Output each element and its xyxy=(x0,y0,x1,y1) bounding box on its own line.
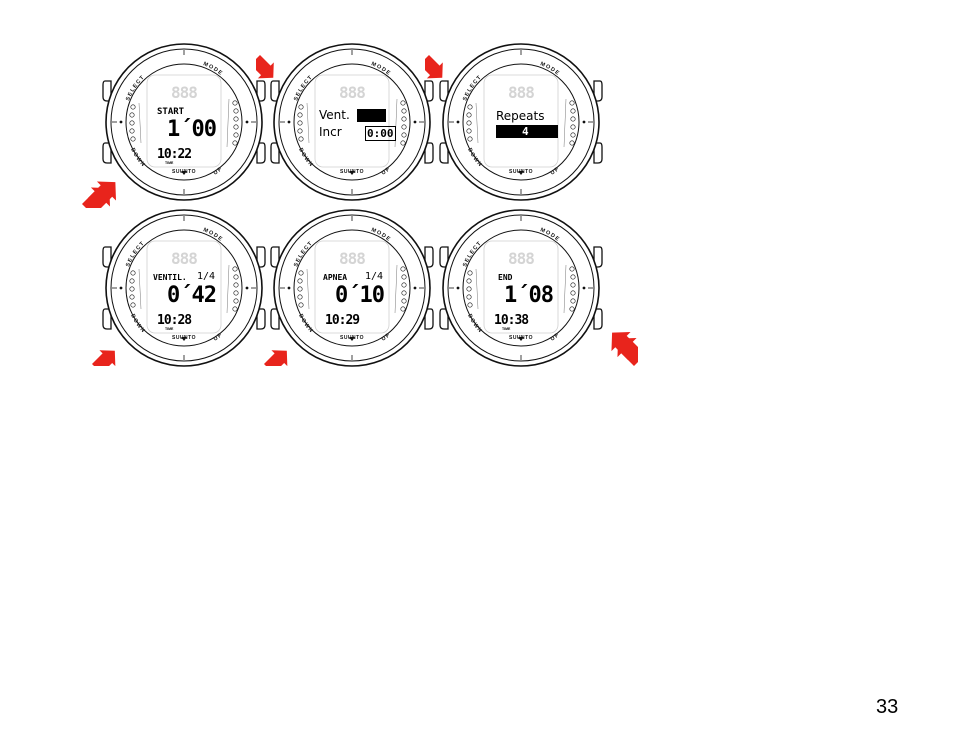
screen-counter: 1/4 xyxy=(365,271,384,282)
svg-text:UP: UP xyxy=(213,166,225,177)
up-label: UP xyxy=(381,166,391,177)
press-arrow-icon xyxy=(88,342,118,366)
screen-time: 10:38 xyxy=(494,313,529,328)
brand-logo: SUUNTO xyxy=(171,169,197,175)
press-arrow-icon xyxy=(425,53,451,83)
svg-text:UP: UP xyxy=(381,332,393,343)
screen-main-value: 0´10 xyxy=(335,283,385,308)
up-label: UP xyxy=(550,166,560,177)
watch-3: SELECT MODE DOWN UP 888 Repeats 4 SUUNTO xyxy=(439,41,603,203)
screen-label: START xyxy=(157,107,185,117)
up-label: UP xyxy=(550,332,560,343)
screen-time: 10:22 xyxy=(157,147,192,162)
lcd-screen: 888 VENTIL. 1/4 0´42 10:28 TIME xyxy=(151,247,217,331)
screen-main-value: 1´00 xyxy=(167,117,217,142)
press-arrow-icon xyxy=(256,53,282,83)
page-number: 33 xyxy=(876,696,899,718)
up-label: UP xyxy=(213,166,223,177)
screen-label: APNEA xyxy=(323,273,348,282)
time-tag: TIME xyxy=(165,327,174,331)
press-arrow-icon xyxy=(78,172,118,208)
screen-main-value: 1´08 xyxy=(504,283,554,308)
up-label: UP xyxy=(213,332,223,343)
lcd-screen: 888 APNEA 1/4 0´10 10:29 xyxy=(319,247,385,328)
svg-text:UP: UP xyxy=(381,166,393,177)
screen-label: END xyxy=(498,273,513,282)
vent-label: Vent. xyxy=(319,108,350,122)
screen-counter: 1/4 xyxy=(197,271,216,282)
brand-logo: SUUNTO xyxy=(508,169,534,175)
svg-text:UP: UP xyxy=(550,166,562,177)
up-label: UP xyxy=(381,332,391,343)
watch-bezel: SELECT MODE DOWN UP xyxy=(439,43,603,201)
brand-logo: SUUNTO xyxy=(508,335,534,341)
incr-label: Incr xyxy=(319,125,342,139)
brand-logo: SUUNTO xyxy=(339,169,365,175)
watch-6: SELECT MODE DOWN UP 888 END 1´08 10:38 T… xyxy=(439,207,603,369)
repeats-label: Repeats xyxy=(496,109,545,123)
watch-bezel: SELECT MODE DOWN UP xyxy=(102,209,266,367)
lcd-screen: 888 END 1´08 10:38 TIME xyxy=(488,247,554,331)
watch-bezel: SELECT MODE DOWN UP xyxy=(439,209,603,367)
lcd-screen: 888 START 1´00 10:22 TIME xyxy=(151,81,217,165)
vent-value: 1:00 xyxy=(357,109,386,122)
svg-text:UP: UP xyxy=(550,332,562,343)
lcd-screen: 888 Vent. 1:00 Incr 0:00 xyxy=(315,81,396,161)
screen-time: 10:29 xyxy=(325,313,360,328)
press-arrow-icon xyxy=(602,330,638,370)
brand-logo: SUUNTO xyxy=(339,335,365,341)
watch-5: SELECT MODE DOWN UP 888 APNEA 1/4 0´10 1… xyxy=(270,207,434,369)
screen-time: 10:28 xyxy=(157,313,192,328)
watch-bezel: SELECT MODE DOWN UP xyxy=(270,43,434,201)
ghost-digits: 888 xyxy=(339,249,366,268)
ghost-digits: 888 xyxy=(171,83,198,102)
lcd-screen: 888 Repeats 4 xyxy=(484,81,562,161)
watch-2: SELECT MODE DOWN UP 888 Vent. 1:00 Incr … xyxy=(270,41,434,203)
time-tag: TIME xyxy=(165,161,174,165)
ghost-digits: 888 xyxy=(508,249,535,268)
ghost-digits: 888 xyxy=(339,83,366,102)
repeats-value: 4 xyxy=(522,125,529,138)
screen-main-value: 0´42 xyxy=(167,283,217,308)
ghost-digits: 888 xyxy=(508,83,535,102)
ghost-digits: 888 xyxy=(171,249,198,268)
press-arrow-icon xyxy=(260,342,290,366)
time-tag: TIME xyxy=(502,327,511,331)
brand-logo: SUUNTO xyxy=(171,335,197,341)
incr-value: 0:00 xyxy=(365,126,396,141)
svg-text:UP: UP xyxy=(213,332,225,343)
watch-1: SELECT MODE DOWN UP 888 START 1´00 10:22… xyxy=(102,41,266,203)
watch-4: SELECT MODE DOWN UP 888 VENTIL. 1/4 0´42… xyxy=(102,207,266,369)
screen-label: VENTIL. xyxy=(153,273,187,282)
repeats-value-box xyxy=(496,125,558,138)
watch-bezel: SELECT MODE DOWN UP xyxy=(102,43,266,201)
watch-bezel: SELECT MODE DOWN UP xyxy=(270,209,434,367)
